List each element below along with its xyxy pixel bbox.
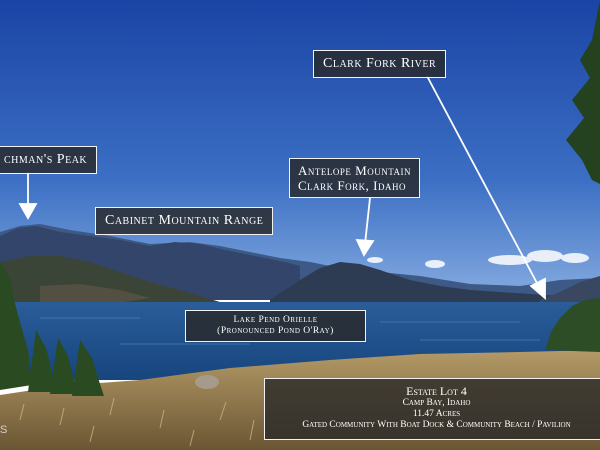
estate-title: Estate Lot 4 xyxy=(406,384,467,398)
estate-acreage: 11.47 Acres xyxy=(412,409,461,419)
lake-highlights xyxy=(40,317,540,345)
antelope-line-1: Antelope Mountain xyxy=(298,163,411,178)
peak-text: chman's Peak xyxy=(4,152,88,167)
cabinet-range-text: Cabinet Mountain Range xyxy=(105,213,264,228)
antelope-mountain-label: Antelope Mountain Clark Fork, Idaho xyxy=(289,158,420,198)
lake-line-1: Lake Pend Orielle xyxy=(233,315,318,325)
lake-line-2: (Pronounced Pond O'Ray) xyxy=(217,326,334,336)
grass-tufts xyxy=(19,397,255,447)
peak-label: chman's Peak xyxy=(0,146,98,174)
right-pine xyxy=(566,0,600,184)
estate-description: Gated Community With Boat Dock & Communi… xyxy=(302,420,571,430)
watermark-text: S xyxy=(0,424,9,436)
rock xyxy=(195,375,219,389)
right-ridge xyxy=(540,276,600,305)
lake-pend-oreille-label: Lake Pend Orielle (Pronounced Pond O'Ray… xyxy=(185,310,366,342)
left-trees xyxy=(0,262,104,396)
clark-fork-river-label: Clark Fork River xyxy=(313,50,447,78)
cabinet-mountain-range-label: Cabinet Mountain Range xyxy=(95,207,274,235)
clouds xyxy=(367,250,589,268)
clark-fork-river-text: Clark Fork River xyxy=(323,56,437,71)
left-foothills-slope xyxy=(40,284,150,304)
estate-location: Camp Bay, Idaho xyxy=(402,398,471,408)
antelope-mountain xyxy=(270,262,600,305)
right-shore-trees xyxy=(545,298,600,352)
leader-lines xyxy=(18,75,546,300)
antelope-line-2: Clark Fork, Idaho xyxy=(298,178,406,193)
estate-info-box: Estate Lot 4 Camp Bay, Idaho 11.47 Acres… xyxy=(264,378,600,440)
